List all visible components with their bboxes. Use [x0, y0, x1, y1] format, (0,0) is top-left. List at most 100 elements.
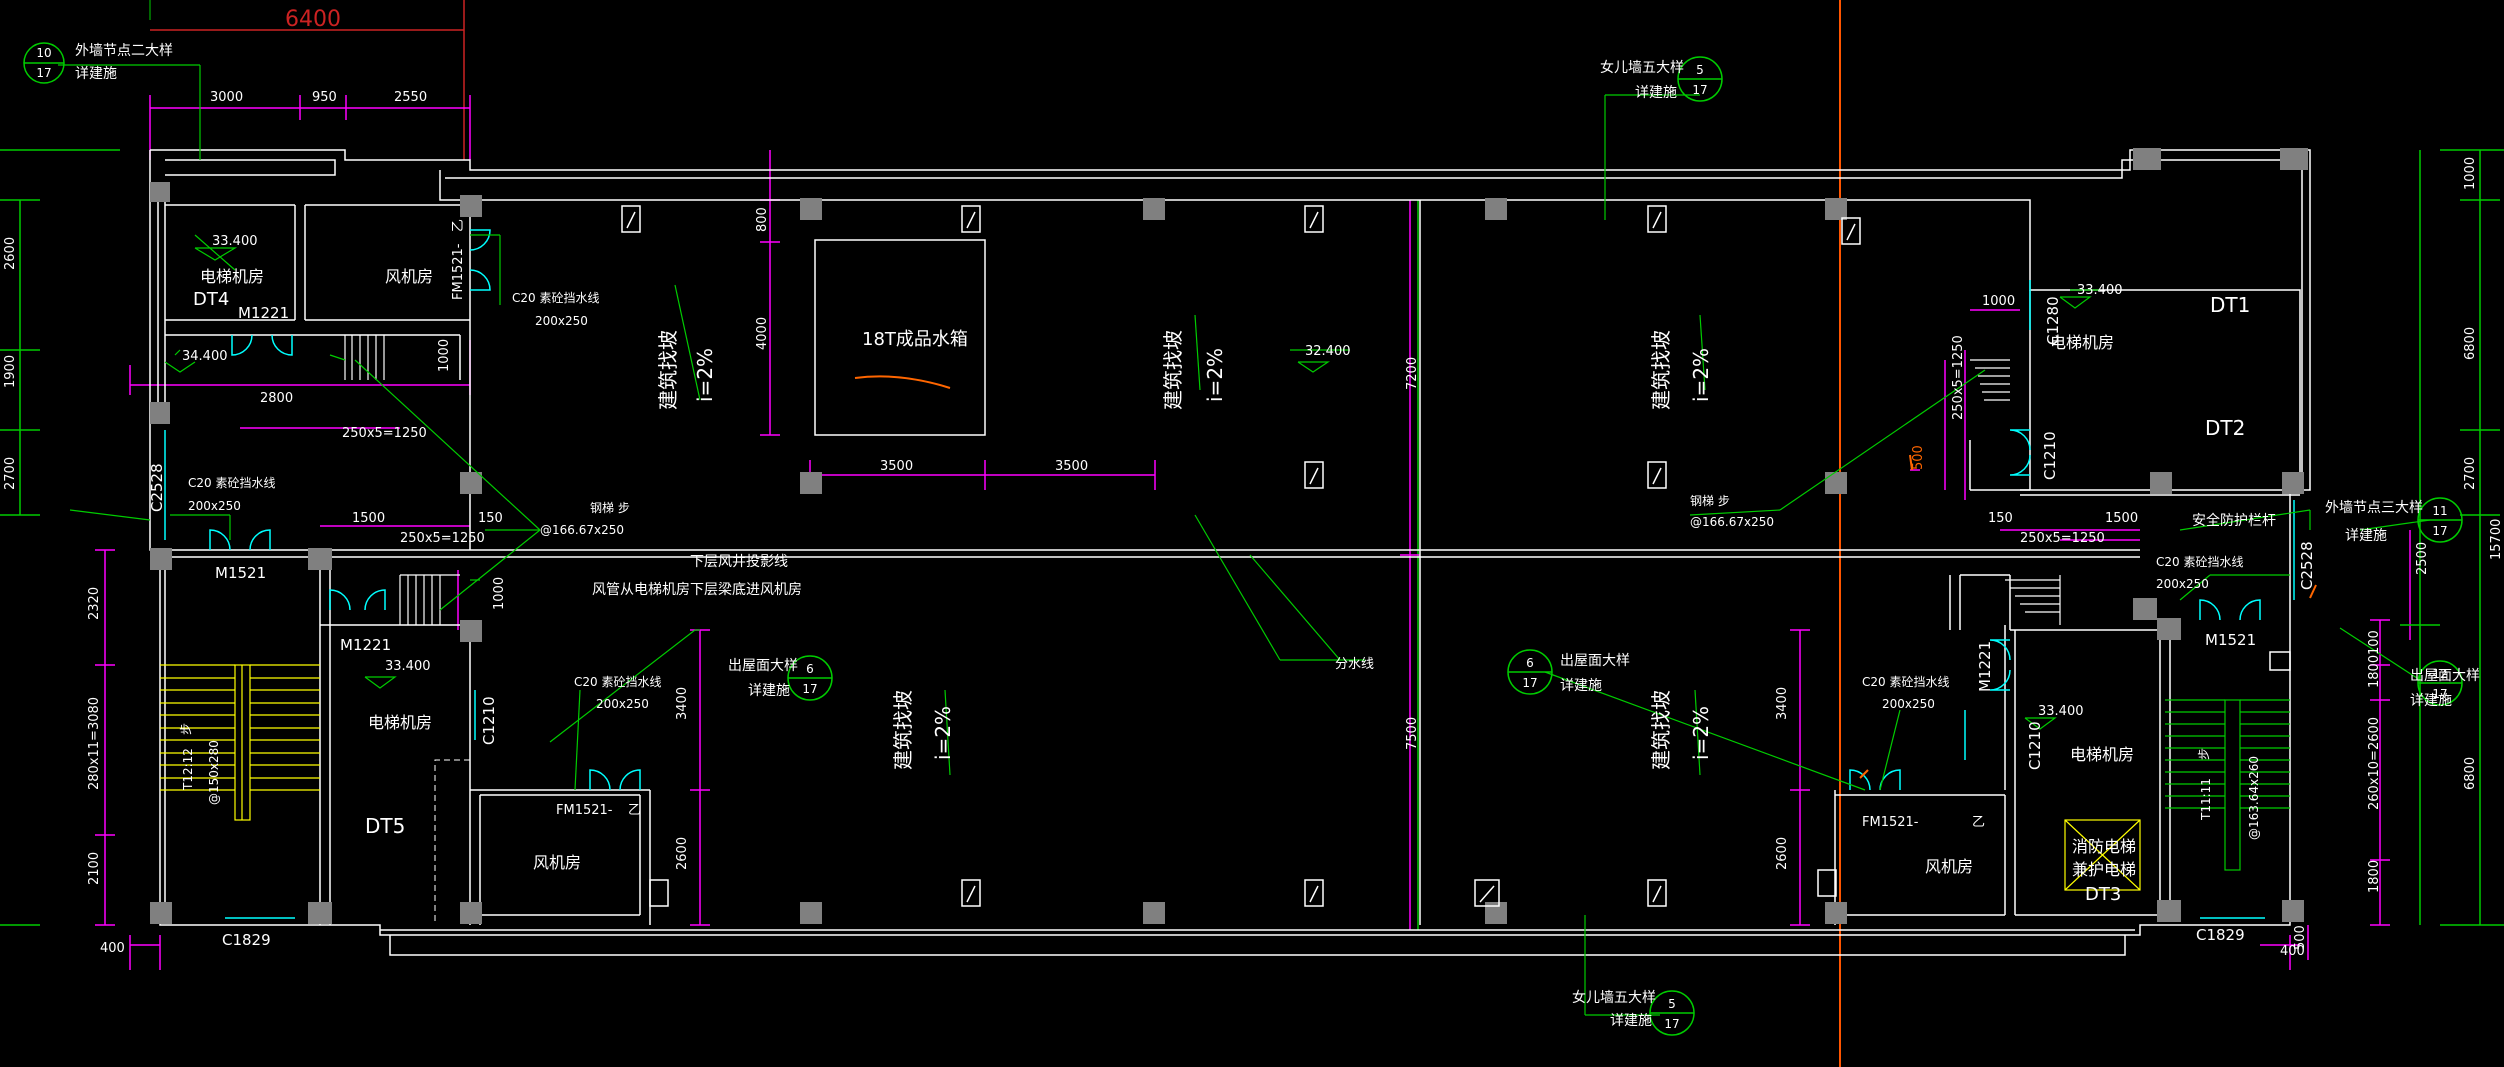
elev-33400-d: 33.400	[2038, 704, 2084, 719]
elev-33400-c: 33.400	[385, 659, 431, 674]
dim-right-stair: 260x10=2600	[2367, 717, 2382, 810]
column	[2133, 598, 2157, 620]
yi-b: 乙	[628, 803, 641, 818]
curb-4: C20 素砼挡水线	[1862, 675, 1949, 689]
dim-1000-a: 1000	[437, 339, 452, 372]
callout-11-bot: 17	[2432, 524, 2447, 538]
column	[1825, 198, 1847, 220]
fm1521-a: FM1521-	[451, 243, 466, 300]
c1829-a: C1829	[222, 931, 271, 949]
dt4-label: DT4	[193, 289, 229, 310]
fm1521-c: FM1521-	[1862, 815, 1919, 830]
dim-3500-b: 3500	[1055, 459, 1088, 474]
column	[150, 402, 170, 424]
dim-1500-a: 1500	[352, 511, 385, 526]
dim-left-2700: 2700	[3, 457, 18, 490]
watershed-label: 分水线	[1335, 657, 1374, 672]
elev-33400-a: 33.400	[212, 234, 258, 249]
guardrail-label: 安全防护栏杆	[2192, 512, 2276, 529]
dim-left-2100: 2100	[87, 852, 102, 885]
dim-150-a: 150	[478, 511, 503, 526]
m1221-c: M1221	[1976, 641, 1994, 692]
fan-room-2-label: 风机房	[533, 853, 581, 872]
slope-1: 建筑找坡	[656, 330, 680, 410]
water-tank-label: 18T成品水箱	[862, 329, 968, 350]
m1521-b: M1521	[2205, 631, 2256, 649]
step-r: 步	[2197, 748, 2211, 760]
m1221-b: M1221	[340, 636, 391, 654]
column	[460, 902, 482, 924]
slope-3: 建筑找坡	[1649, 330, 1673, 410]
c2528-b: C2528	[2298, 541, 2316, 590]
column	[2133, 148, 2161, 170]
callout-5a-bot: 17	[1692, 83, 1707, 97]
slope-2: 建筑找坡	[1161, 330, 1185, 410]
dim-top-c: 2550	[394, 90, 427, 105]
callout-numbers: 10 17 5 17 5 17 6 17 6 17 11 17 12 17	[36, 46, 2447, 1031]
dim-text: 6400 3000 950 2550 2800 250x5=1250 1500 …	[100, 7, 2305, 959]
roof-drains	[621, 205, 2291, 907]
curb-1b: 200x250	[535, 314, 588, 328]
roof-6a-b-label: 详建施	[748, 683, 790, 699]
steel-ladder-2b: @166.67x250	[1690, 515, 1774, 529]
curb-1: C20 素砼挡水线	[512, 291, 599, 305]
column	[2282, 472, 2304, 494]
parapet-5a-b-label: 详建施	[1635, 85, 1677, 101]
shaft-note-2: 风管从电梯机房下层梁底进风机房	[592, 582, 802, 598]
elev-room-3-label: 电梯机房	[368, 713, 432, 732]
room-labels: 电梯机房 风机房 DT4 DT1 DT2 电梯机房 18T成品水箱 电梯机房 D…	[193, 267, 2250, 905]
c1210-a: C1210	[480, 696, 498, 745]
callout-12-bot: 17	[2432, 687, 2447, 701]
callout-11-top: 11	[2432, 504, 2447, 518]
dim-right-2500: 2500	[2415, 542, 2430, 575]
steel-ladder-1b: @166.67x250	[540, 523, 624, 537]
stair-note-l2: @150x280	[207, 740, 221, 805]
column	[2280, 148, 2308, 170]
dim-bottom-500: 500	[2293, 925, 2308, 950]
column	[800, 902, 822, 924]
dt3-label: DT3	[2085, 884, 2121, 905]
m1221-d: C1210	[2041, 431, 2059, 480]
dim-ramp-c: 250x5=1250	[2020, 531, 2105, 546]
yi-c: 乙	[1972, 815, 1985, 830]
opening-codes: M1221 M1521 M1221 M1521 M1221 FM1521- 乙 …	[148, 219, 2316, 949]
c1280-a: C1280	[2044, 296, 2062, 345]
dim-3500-a: 3500	[880, 459, 913, 474]
curb-5b: 200x250	[2156, 577, 2209, 591]
dim-right-6800: 6800	[2463, 327, 2478, 360]
pct-1: i=2%	[693, 348, 717, 402]
dim-2600-b: 2600	[1775, 837, 1790, 870]
column	[800, 472, 822, 494]
fm1521-b: FM1521-	[556, 803, 613, 818]
walls	[149, 149, 2311, 956]
m1221-a: M1221	[238, 304, 289, 322]
elevation-texts: 33.400 34.400 32.400 33.400 33.400 33.40…	[182, 234, 2123, 719]
stair-note-r2: @163.64x260	[2247, 756, 2261, 840]
dt2-label: DT2	[2205, 416, 2245, 440]
callout-6b-top: 6	[806, 662, 814, 676]
elev-room-4-label: 电梯机房	[2070, 745, 2134, 764]
roof-6a-label: 出屋面大样	[728, 658, 798, 674]
callout-5b-bot: 17	[1664, 1017, 1679, 1031]
dim-2800: 2800	[260, 391, 293, 406]
dim-ramp-d: 250x5=1250	[1951, 335, 1966, 420]
dim-1000-b: 1000	[492, 577, 507, 610]
elev-33400-b: 33.400	[2077, 283, 2123, 298]
dim-left-stair: 280x11=3080	[87, 697, 102, 790]
roof-6c-label: 出屋面大样	[2410, 668, 2480, 684]
column	[150, 548, 172, 570]
pct-3: i=2%	[1689, 348, 1713, 402]
column	[1485, 198, 1507, 220]
column	[2157, 900, 2181, 922]
column	[1143, 902, 1165, 924]
pct-5: i=2%	[1689, 706, 1713, 760]
dim-ramp-a: 250x5=1250	[342, 426, 427, 441]
step-l: 步	[179, 723, 193, 735]
dim-right-6800b: 6800	[2463, 757, 2478, 790]
column	[150, 182, 170, 202]
dim-bottom-400-l: 400	[100, 941, 125, 956]
dim-7500: 7500	[1405, 717, 1420, 750]
curb-5: C20 素砼挡水线	[2156, 555, 2243, 569]
dim-left-1900: 1900	[3, 355, 18, 388]
